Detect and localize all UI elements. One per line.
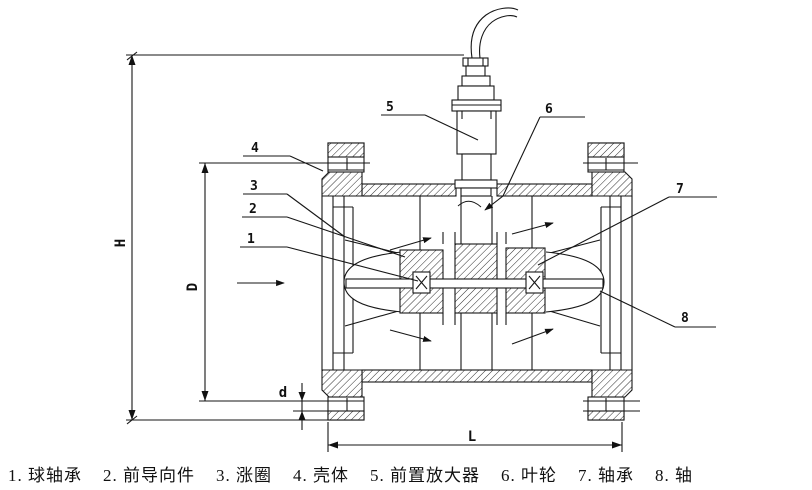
callout-2: 2 bbox=[242, 202, 406, 258]
callout-8: 8 bbox=[599, 290, 716, 328]
legend-item-5: 5. 前置放大器 bbox=[370, 466, 480, 485]
sensor-assembly bbox=[451, 7, 519, 197]
dimension-d: d bbox=[279, 383, 328, 430]
flange-root-bottom-left bbox=[321, 369, 363, 398]
flange-bottom-left bbox=[327, 396, 365, 421]
dim-label-D: D bbox=[185, 283, 201, 291]
legend-item-4: 4. 壳体 bbox=[293, 466, 349, 485]
callout-1: 1 bbox=[240, 232, 419, 282]
dimension-L: L bbox=[327, 422, 623, 452]
callout-3: 3 bbox=[243, 179, 346, 238]
ball-bearing-front bbox=[412, 271, 431, 294]
legend-item-7: 7. 轴承 bbox=[578, 466, 634, 485]
flange-top-left bbox=[322, 142, 370, 173]
dim-label-H: H bbox=[113, 239, 129, 247]
flange-top-right bbox=[583, 142, 638, 173]
dim-label-L: L bbox=[468, 429, 476, 445]
parts-legend: 1. 球轴承 2. 前导向件 3. 涨圈 4. 壳体 5. 前置放大器 6. 叶… bbox=[8, 461, 808, 486]
callout-7-number: 7 bbox=[676, 182, 684, 197]
top-wall-right bbox=[496, 183, 593, 197]
callout-5-number: 5 bbox=[386, 100, 394, 115]
flange-bottom-right bbox=[583, 396, 640, 421]
callout-7: 7 bbox=[537, 182, 717, 266]
bottom-wall bbox=[361, 369, 593, 383]
sensor-neck bbox=[461, 153, 492, 181]
bearing-rear bbox=[525, 271, 544, 294]
shaft bbox=[345, 278, 604, 289]
stem-break-mark bbox=[457, 200, 482, 208]
callout-5: 5 bbox=[381, 100, 479, 141]
callout-4-number: 4 bbox=[251, 141, 259, 156]
dimension-H: H bbox=[113, 51, 464, 425]
legend-item-8: 8. 轴 bbox=[655, 466, 693, 485]
flowmeter-cross-section: H D d L bbox=[113, 7, 717, 452]
callout-6-number: 6 bbox=[545, 102, 553, 117]
dimension-D: D bbox=[185, 162, 324, 402]
meter-casing bbox=[321, 142, 640, 421]
callout-3-number: 3 bbox=[250, 179, 258, 194]
flange-root-bottom-right bbox=[591, 369, 633, 398]
dim-label-d: d bbox=[279, 385, 287, 401]
callout-6: 6 bbox=[484, 102, 585, 211]
callout-4: 4 bbox=[243, 141, 324, 172]
callout-2-number: 2 bbox=[249, 202, 257, 217]
top-wall-left bbox=[361, 183, 457, 197]
flange-root-top-left bbox=[321, 171, 363, 197]
signal-cable bbox=[470, 7, 519, 59]
legend-item-6: 6. 叶轮 bbox=[501, 466, 557, 485]
wall-boss bbox=[454, 179, 498, 189]
legend-item-1: 1. 球轴承 bbox=[8, 466, 82, 485]
callout-8-number: 8 bbox=[681, 311, 689, 326]
legend-item-3: 3. 涨圈 bbox=[216, 466, 272, 485]
internals bbox=[343, 196, 605, 370]
internal-flow-arrows bbox=[389, 222, 554, 345]
connector-cap bbox=[462, 57, 489, 67]
callout-1-number: 1 bbox=[247, 232, 255, 247]
legend-item-2: 2. 前导向件 bbox=[103, 466, 195, 485]
flange-root-top-right bbox=[591, 171, 633, 197]
